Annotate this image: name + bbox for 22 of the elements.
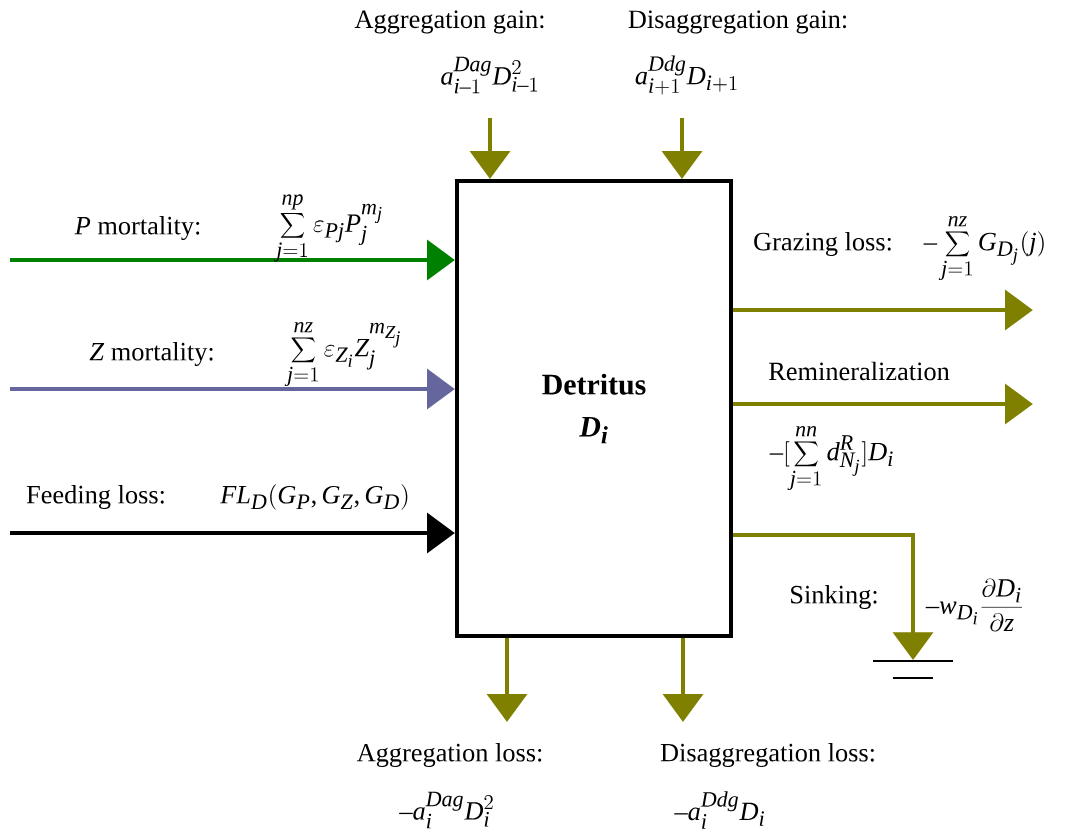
edge-label: Remineralization <box>769 361 950 381</box>
process-box: Detritus D$_{i}$ <box>455 179 733 638</box>
formula: $-w_{D_{i}}\frac{\partial D_{i}}{\partial z}$ <box>925 578 1022 632</box>
formula: $-a_{i}^{Ddg}D_{i}$ <box>674 791 764 829</box>
edge-label: Feeding loss: <box>26 485 164 509</box>
formula: $a_{i-1}^{Dag}D_{i-1}^{2}$ <box>441 56 538 94</box>
edge-label: Disaggregation gain: <box>628 10 847 34</box>
edge-label: Aggregation loss: <box>356 743 542 767</box>
formula: $FL_{D}(G_{P},G_{Z},G_{D})$ <box>220 484 408 510</box>
formula: $-\sum_{j=1}^{nz}G_{D_{j}}(j)$ <box>923 215 1044 281</box>
edge-label: Z mortality: <box>89 342 213 366</box>
edge-label: Aggregation gain: <box>354 10 544 34</box>
formula: $a_{i+1}^{Ddg}D_{i+1}$ <box>635 55 737 95</box>
formula: $\sum_{j=1}^{nz}\varepsilon_{Z_{i}}Z_{j}^{m_{Z_{j}}}$ <box>284 321 400 387</box>
edge-label: Sinking: <box>791 585 877 609</box>
formula: $-[\sum_{j=1}^{nn}d_{N_{j}}^{R}]D_{i}$ <box>769 425 893 491</box>
edge-label: P mortality: <box>74 216 200 240</box>
formula: $\sum_{j=1}^{np}\varepsilon_{Pj}P_{j}^{m_{j}}$ <box>273 194 382 262</box>
edge-label: Grazing loss: <box>754 232 891 256</box>
formula: $-a_{i}^{Dag}D_{i}^{2}$ <box>399 791 493 829</box>
edge-label: Disaggregation loss: <box>660 743 874 767</box>
ground-symbol <box>872 660 954 679</box>
